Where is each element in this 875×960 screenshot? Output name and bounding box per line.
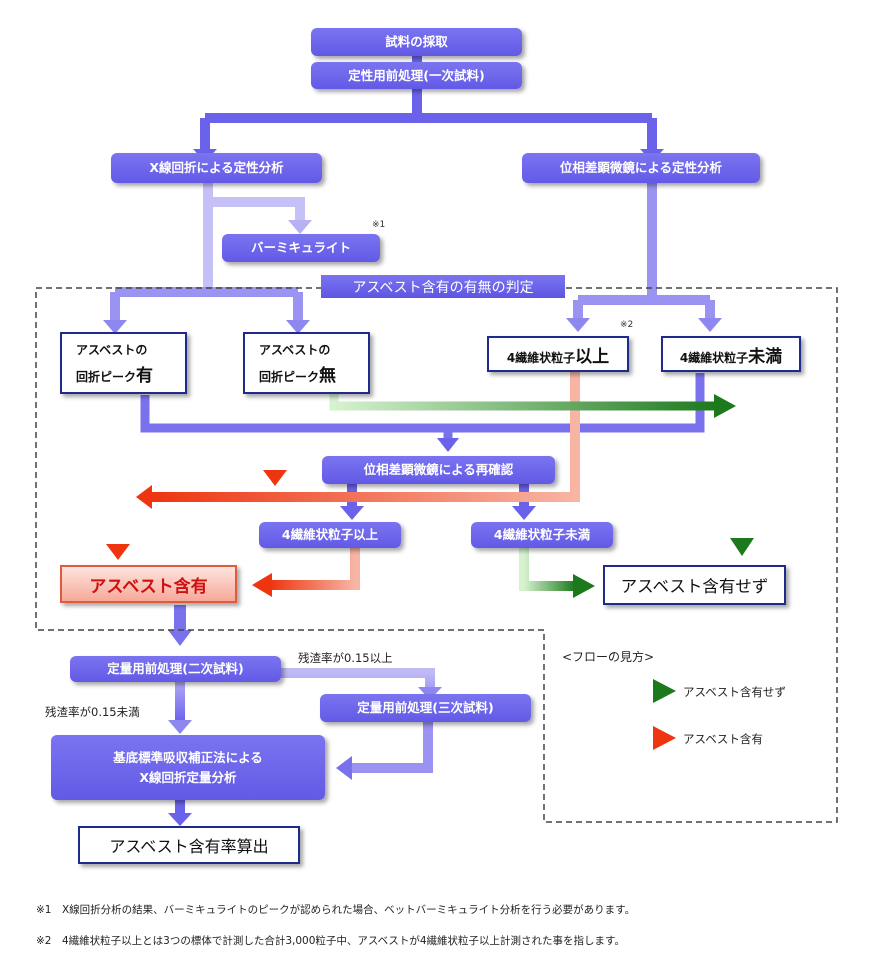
pretreatment1-box: 定性用前処理(一次試料) [311, 62, 522, 89]
pcm-reconfirm-box: 位相差顕微鏡による再確認 [322, 456, 555, 484]
pcm-qualitative-box: 位相差顕微鏡による定性分析 [522, 153, 760, 183]
asbestos-rate-box: アスベスト含有率算出 [78, 826, 300, 864]
legend-green-label: アスベスト含有せず [683, 685, 786, 699]
judgement-region-border [35, 287, 838, 823]
asbestos-no-box: アスベスト含有せず [603, 565, 786, 605]
sampling-box: 試料の採取 [311, 28, 522, 56]
quantitative-line1: 基底標準吸収補正法による [113, 749, 263, 765]
note-mark-2: ※2 [620, 320, 634, 330]
vermiculite-box: バーミキュライト [222, 234, 380, 262]
footnote-2: ※2 4繊維状粒子以上とは3つの標体で計測した合計3,000粒子中、アスベストが… [36, 935, 626, 947]
judgement-title: アスベスト含有の有無の判定 [321, 275, 565, 298]
fiber-under2-box: 4繊維状粒子未満 [471, 522, 613, 548]
xrd-peak-yes-line1: アスベストの [76, 342, 148, 357]
xrd-peak-no-line1: アスベストの [259, 342, 331, 357]
fiber-over2-box: 4繊維状粒子以上 [259, 522, 401, 548]
xrd-peak-yes-line2: 回折ピーク有 [76, 365, 154, 386]
xrd-peak-no-box: アスベストの 回折ピーク無 [243, 332, 370, 394]
fiber-under-label: 4繊維状粒子未満 [679, 346, 783, 367]
xrd-peak-yes-box: アスベストの 回折ピーク有 [60, 332, 187, 394]
fiber-over-box: 4繊維状粒子以上 [487, 336, 629, 372]
xrd-qualitative-box: X線回折による定性分析 [111, 153, 322, 183]
legend-title: <フローの見方> [562, 650, 655, 664]
residue-over-label: 残渣率が0.15以上 [298, 651, 393, 665]
quantitative-line2: X線回折定量分析 [139, 769, 237, 785]
quantitative-box: 基底標準吸収補正法による X線回折定量分析 [51, 735, 325, 800]
legend-red-label: アスベスト含有 [683, 732, 763, 746]
note-mark-1: ※1 [372, 220, 386, 230]
residue-under-label: 残渣率が0.15未満 [45, 705, 140, 719]
asbestos-yes-box: アスベスト含有 [60, 565, 237, 603]
fiber-over-label: 4繊維状粒子以上 [506, 346, 610, 367]
fiber-under-box: 4繊維状粒子未満 [661, 336, 801, 372]
footnote-1: ※1 X線回折分析の結果、バーミキュライトのピークが認められた場合、ベットバーミ… [36, 904, 636, 916]
pretreatment3-box: 定量用前処理(三次試料) [320, 694, 531, 722]
pretreatment2-box: 定量用前処理(二次試料) [70, 656, 281, 682]
xrd-peak-no-line2: 回折ピーク無 [259, 365, 337, 386]
